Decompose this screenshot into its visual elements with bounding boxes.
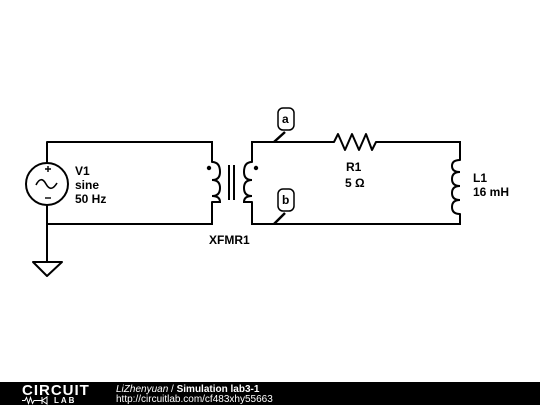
r1-value-label: 5 Ω	[345, 176, 365, 190]
circuit-title[interactable]: Simulation lab3-1	[176, 384, 260, 395]
footer-author-line: LiZhenyuan / Simulation lab3-1	[116, 384, 259, 395]
wire-top-left	[46, 141, 213, 163]
r1-name-label: R1	[346, 160, 362, 174]
wire-bottom-left	[46, 201, 213, 263]
probe-b-label: b	[282, 193, 290, 207]
circuitlab-logo-text: CIRCUIT	[22, 382, 90, 399]
wire-bottom-right	[251, 201, 461, 225]
author-link[interactable]: LiZhenyuan	[116, 384, 169, 395]
l1-name-label: L1	[473, 171, 488, 185]
probe-a[interactable]	[273, 107, 295, 143]
resistor-r1[interactable]	[333, 133, 377, 151]
xfmr1-name-label: XFMR1	[209, 233, 250, 247]
v1-waveform-label: sine	[75, 178, 100, 192]
schematic-canvas	[25, 107, 461, 277]
transformer-xfmr1[interactable]	[206, 161, 259, 203]
v1-name-label: V1	[75, 164, 90, 178]
circuitlab-logo-lab: LAB	[54, 396, 77, 405]
circuitlab-logo-icon	[22, 396, 48, 405]
circuit-url-link[interactable]: http://circuitlab.com/cf483xhy55663	[116, 394, 273, 405]
transformer-core	[228, 165, 235, 200]
probe-a-label: a	[282, 112, 289, 126]
v1-source[interactable]	[25, 162, 69, 206]
ground-symbol	[32, 261, 63, 277]
inductor-l1[interactable]	[450, 159, 461, 215]
separator: /	[168, 384, 177, 395]
v1-frequency-label: 50 Hz	[75, 192, 107, 206]
probe-b[interactable]	[273, 188, 295, 225]
secondary-coil	[242, 161, 253, 203]
l1-value-label: 16 mH	[473, 185, 510, 199]
primary-coil	[211, 161, 222, 203]
wire-top-right	[251, 141, 461, 163]
footer-bar: CIRCUIT LAB LiZhenyuan / Simulation lab3…	[0, 382, 540, 405]
